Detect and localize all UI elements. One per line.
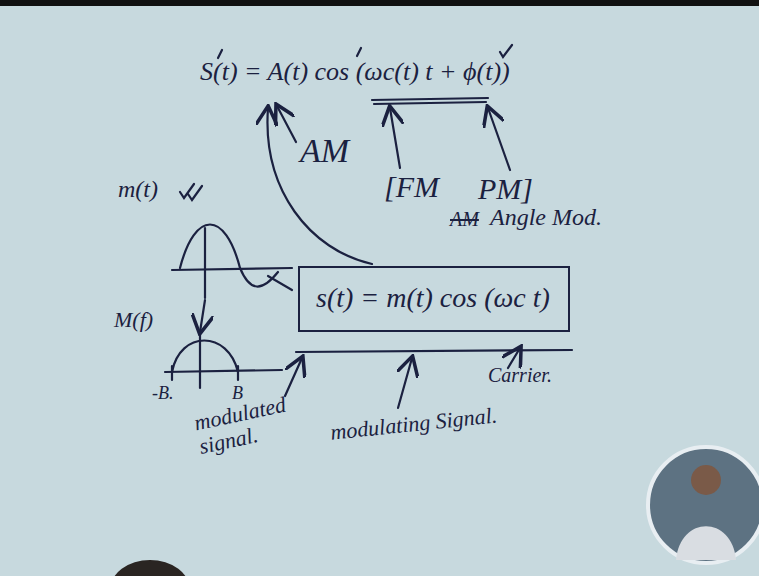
leader-arrow: [277, 106, 296, 142]
handwritten-label: m(t): [118, 176, 158, 202]
top-bar: [0, 0, 759, 6]
handwritten-label: PM]: [478, 172, 533, 205]
hand-shadow: [110, 560, 190, 576]
signal-curve: [180, 225, 278, 287]
check-mark: [357, 48, 361, 56]
leader-arrow: [398, 358, 412, 408]
handwritten-label: S(t) = A(t) cos (ωc(t) t + ϕ(t)): [200, 58, 510, 87]
underline: [374, 102, 486, 104]
check-mark: [180, 184, 202, 200]
handwritten-label: AM: [450, 208, 479, 230]
tick: [172, 366, 238, 380]
underline: [296, 350, 572, 352]
handwritten-label: Carrier.: [488, 364, 552, 386]
leader-line: [268, 276, 292, 290]
handwritten-label: -B.: [152, 384, 174, 404]
speaker-head: [691, 465, 721, 495]
spectrum-curve: [172, 341, 238, 373]
handwritten-label: modulated signal.: [192, 389, 310, 459]
transform-arrow: [200, 300, 205, 332]
leader-arrow: [285, 358, 302, 396]
axis: [204, 228, 206, 298]
axis: [199, 335, 201, 388]
handwritten-label: AM: [300, 132, 349, 169]
handwritten-label: modulating Signal.: [329, 403, 501, 445]
equation-text: s(t) = m(t) cos (ωc t): [316, 282, 552, 314]
speaker-body: [676, 526, 736, 560]
check-mark: [500, 45, 512, 57]
leader-arrow: [390, 108, 400, 168]
equation-box: s(t) = m(t) cos (ωc t): [298, 266, 570, 332]
handwritten-label: Angle Mod.: [490, 204, 602, 230]
axis: [172, 268, 292, 270]
handwritten-label: M(f): [114, 308, 153, 332]
handwritten-label: [FM: [384, 170, 439, 203]
underline: [372, 98, 488, 100]
axis: [165, 370, 282, 372]
leader-arrow: [488, 108, 510, 170]
leader-arrow: [267, 108, 372, 264]
speaker-inset: [648, 447, 759, 563]
check-mark: [218, 50, 222, 58]
